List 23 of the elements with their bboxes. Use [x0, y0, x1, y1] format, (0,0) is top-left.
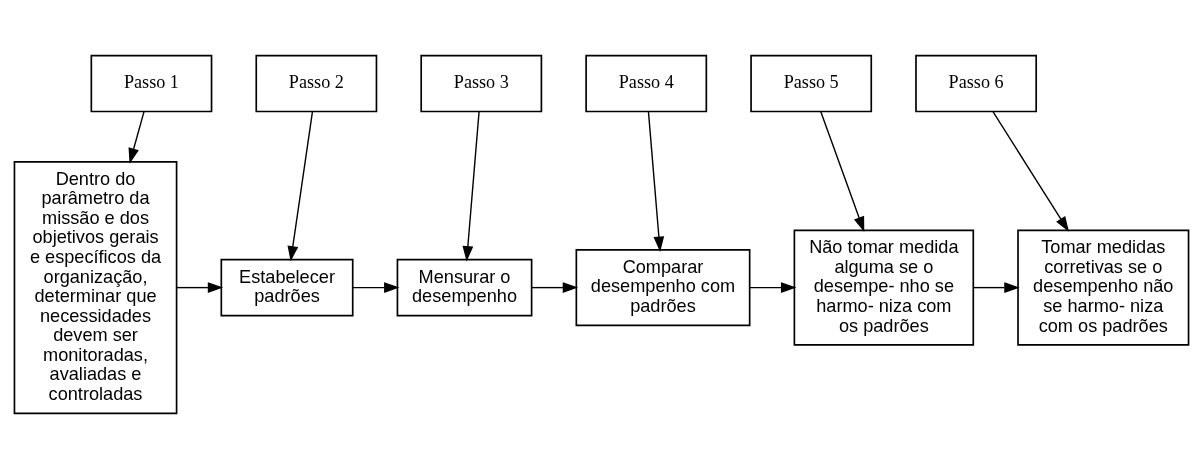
node-box: Estabelecer padrões [220, 258, 354, 316]
arrow [175, 281, 224, 293]
node-box: Passo 3 [420, 54, 543, 112]
arrow [972, 281, 1020, 293]
node-box: Comparar desempenho com padrões [575, 248, 751, 326]
node-box: Passo 2 [255, 54, 378, 112]
node-box: Dentro do parâmetro da missão e dos objetivos gerais e específicos da organização, determinar que necessidades devem ser monitoradas, avaliadas e controladas [13, 160, 178, 414]
arrow [287, 110, 314, 261]
node-box: Passo 5 [750, 54, 873, 112]
arrow [820, 110, 865, 232]
arrow [531, 281, 579, 293]
arrow [992, 110, 1069, 232]
node-box: Passo 6 [915, 54, 1038, 112]
node-box: Passo 1 [90, 54, 213, 112]
arrow [352, 281, 400, 293]
node-box: Passo 4 [585, 54, 708, 112]
arrow [128, 110, 145, 164]
arrow [462, 110, 480, 261]
arrow [749, 281, 797, 293]
arrow [647, 110, 665, 252]
node-box: Não tomar medida alguma se o desempe- nho se harmo- niza com os padrões [793, 228, 975, 346]
node-box: Mensurar o desempenho [396, 258, 533, 316]
node-box: Tomar medidas corretivas se o desempenho não se harmo- niza com os padrões [1017, 228, 1190, 346]
